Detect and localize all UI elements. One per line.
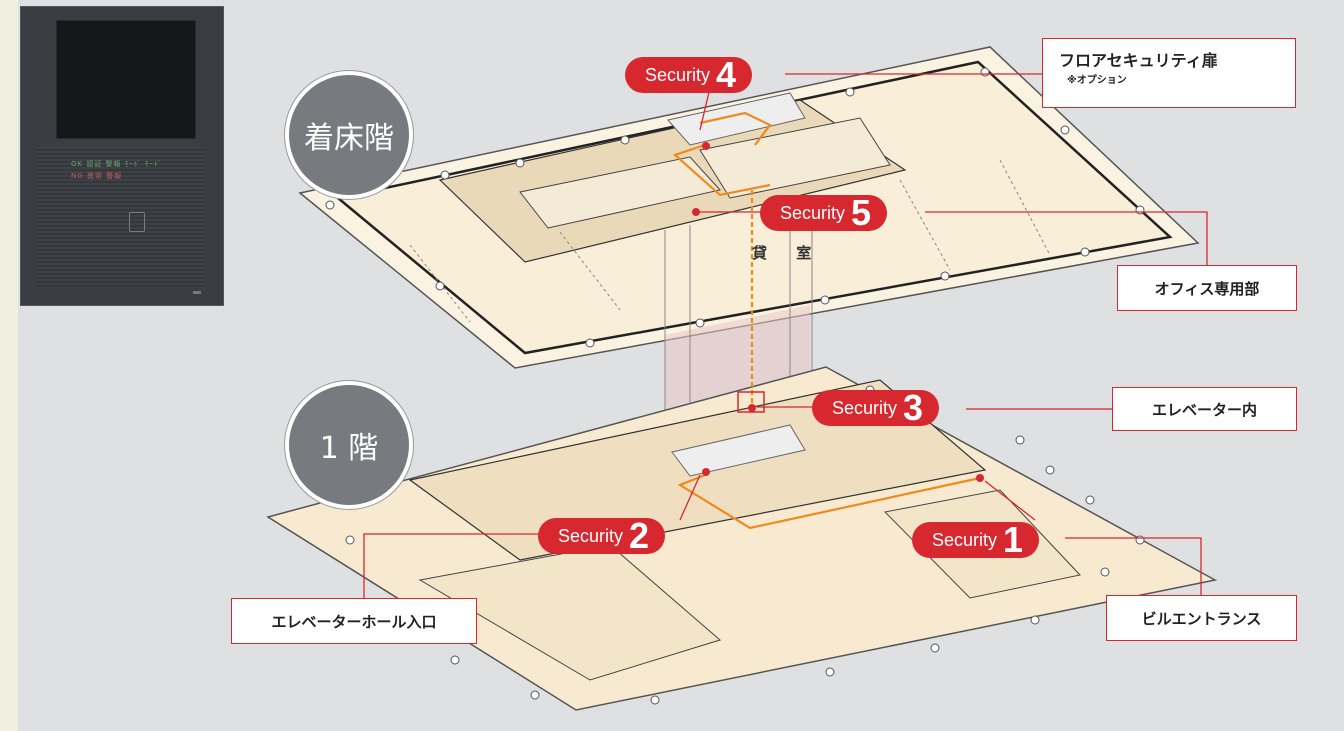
security-2-label: Security 2 xyxy=(538,515,666,556)
security-1-label: Security 1 xyxy=(912,519,1040,560)
security-3-text: Security xyxy=(832,397,898,418)
security-5-text: Security xyxy=(780,202,846,223)
card-reader-icon xyxy=(129,212,145,232)
security-4-text: Security xyxy=(645,64,711,85)
floor-badge-ground: 1 階 xyxy=(285,381,413,509)
upper-gate xyxy=(667,92,806,146)
security-2-text: Security xyxy=(558,525,624,546)
callout-office-area: オフィス専用部 xyxy=(1117,265,1297,311)
security-2-number: 2 xyxy=(629,515,650,556)
device-status-leds: OK 認証 警報 ﾓｰﾄﾞ ﾓｰﾄﾞ xyxy=(71,160,163,168)
security-3-label: Security 3 xyxy=(812,387,940,428)
security-5-number: 5 xyxy=(851,192,872,233)
callout-elevator: エレベーター内 xyxy=(1112,387,1297,431)
ground-wing xyxy=(418,544,722,681)
callout-floor-security-door: フロアセキュリティ扉 ※オプション xyxy=(1042,38,1296,108)
device-grille xyxy=(36,147,206,287)
callout-lines xyxy=(363,73,1208,598)
upper-core-inner-2 xyxy=(699,117,891,199)
callout-building-entrance: ビルエントランス xyxy=(1106,595,1297,641)
device-screen xyxy=(56,20,196,139)
callout-elevator-hall: エレベーターホール入口 xyxy=(231,598,477,644)
security-1-number: 1 xyxy=(1003,519,1024,560)
upper-core-inner xyxy=(519,156,721,229)
security-1-text: Security xyxy=(932,529,998,550)
floor-badge-upper: 着床階 xyxy=(285,71,413,199)
security-5-label: Security 5 xyxy=(760,192,888,233)
device-indicator xyxy=(193,291,201,294)
ground-gate xyxy=(671,424,806,477)
device-status-leds-2: NG 異常 警報 xyxy=(71,172,123,180)
security-points xyxy=(692,142,984,482)
security-4-number: 4 xyxy=(716,54,737,95)
security-4-label: Security 4 xyxy=(625,54,753,95)
elevator-car xyxy=(737,391,765,413)
rental-room-label: 貸 室 xyxy=(752,244,824,262)
access-control-device: OK 認証 警報 ﾓｰﾄﾞ ﾓｰﾄﾞ NG 異常 警報 xyxy=(20,6,224,306)
security-3-number: 3 xyxy=(903,387,924,428)
callout-floor-door-note: ※オプション xyxy=(1067,75,1127,86)
security-route xyxy=(672,111,981,530)
callout-floor-door-title: フロアセキュリティ扉 xyxy=(1059,51,1218,70)
